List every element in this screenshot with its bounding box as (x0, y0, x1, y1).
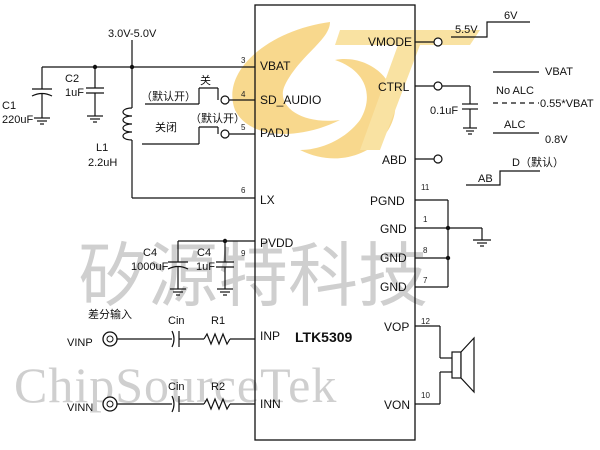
c4a-value: 1000uF (131, 261, 169, 273)
chip-name: LTK5309 (295, 329, 353, 345)
cin-bottom-label: Cin (168, 381, 185, 393)
ctrl-alc-value: 0.8V (545, 134, 568, 146)
ctrl-alc-label: ALC (504, 119, 525, 131)
pin-lx-label: LX (260, 193, 275, 207)
c4b-value: 1uF (196, 261, 215, 273)
abd-d-default-label: D（默认） (512, 156, 564, 169)
vmode-net (415, 21, 530, 47)
supply-voltage-label: 3.0V-5.0V (108, 28, 157, 40)
pin-vop-number: 12 (421, 317, 430, 326)
ctrl-vbat-label: VBAT (545, 66, 573, 78)
pin-vop-label: VOP (384, 320, 409, 334)
pin-sd-audio-label: SD_AUDIO (260, 93, 321, 107)
pin-pvdd-label: PVDD (260, 236, 294, 250)
vinp-label: VINP (67, 337, 93, 349)
pin-pgnd-label: PGND (370, 194, 405, 208)
pin-gnd1-number: 1 (423, 215, 428, 224)
pin-abd-label: ABD (382, 153, 407, 167)
vmode-low-label: 5.5V (455, 24, 478, 36)
pin-von-number: 10 (421, 391, 430, 400)
ground-net (415, 199, 491, 288)
pin-pvdd-number: 9 (241, 249, 246, 258)
vinn-label: VINN (67, 402, 93, 414)
pvdd-net (167, 238, 255, 296)
c1-value: 220uF (2, 114, 33, 126)
diff-input-title: 差分输入 (88, 307, 132, 321)
watermark-english: ChipSourceTek (14, 357, 337, 413)
pin-vmode-label: VMODE (368, 35, 412, 49)
supply-net (42, 40, 255, 70)
pin-vbat-number: 3 (241, 56, 246, 65)
ctrl-net (415, 71, 539, 135)
speaker-output-net (415, 325, 452, 405)
r1-label: R1 (211, 315, 225, 327)
sd-switch-default-label: （默认开） (141, 90, 196, 103)
ctrl-no-alc-value: 0.55*VBAT (540, 98, 594, 110)
pin-padj-label: PADJ (260, 126, 290, 140)
pin-padj-number: 5 (241, 123, 246, 132)
pin-vbat-label: VBAT (260, 59, 291, 73)
sd-switch-off-label: 关 (200, 73, 211, 87)
logo-watermark (232, 22, 480, 159)
ctrl-cap-label: 0.1uF (430, 105, 458, 117)
c2-value: 1uF (65, 87, 84, 99)
padj-switch-off-label: 关闭 (155, 120, 177, 134)
pin-ctrl-label: CTRL (378, 80, 410, 94)
pin-gnd8-number: 8 (423, 246, 428, 255)
pin-gnd1-label: GND (380, 222, 407, 236)
pin-inp-label: INP (260, 329, 280, 343)
sd-audio-switch-symbol (145, 87, 255, 105)
padj-switch-symbol (142, 126, 255, 145)
vmode-high-label: 6V (504, 10, 518, 22)
c1-name: C1 (2, 100, 16, 112)
pin-inn-label: INN (260, 397, 281, 411)
pin-pgnd-number: 11 (421, 183, 430, 192)
chip-body (254, 4, 416, 441)
pin-lx-number: 6 (241, 186, 246, 195)
pin-gnd7-label: GND (380, 280, 407, 294)
vinp-input-path (102, 330, 255, 348)
c4b-name: C4 (197, 247, 211, 259)
pin-gnd8-label: GND (380, 251, 407, 265)
abd-ab-label: AB (478, 173, 493, 185)
l1-name: L1 (96, 142, 108, 154)
pin-von-label: VON (384, 398, 410, 412)
abd-net (415, 154, 540, 186)
watermark-chinese: 矽源特科技 (78, 235, 428, 317)
padj-switch-default-label: （默认开） (190, 112, 245, 125)
ctrl-no-alc-label: No ALC (496, 85, 534, 97)
speaker-icon (451, 336, 475, 394)
pin-gnd7-number: 7 (423, 276, 428, 285)
cin-top-label: Cin (168, 315, 185, 327)
pin-sd-audio-number: 4 (241, 90, 246, 99)
r2-label: R2 (211, 381, 225, 393)
capacitor-c2-symbol (86, 67, 104, 123)
l1-value: 2.2uH (88, 157, 117, 169)
vinn-input-path (102, 395, 255, 413)
capacitor-c1-symbol (31, 67, 53, 125)
inductor-l1-symbol (122, 67, 255, 199)
c2-name: C2 (65, 73, 79, 85)
c4a-name: C4 (143, 247, 157, 259)
